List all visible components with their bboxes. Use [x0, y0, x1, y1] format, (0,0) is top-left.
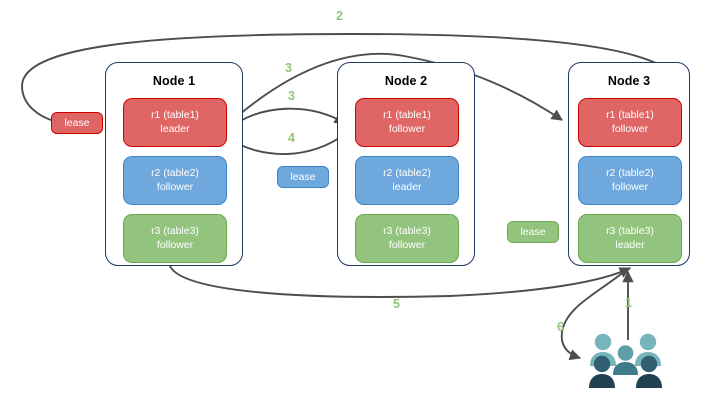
- replica-node-1-r2[interactable]: r2 (table2) follower: [123, 156, 227, 205]
- node-title-node-1: Node 1: [152, 74, 196, 88]
- replica-role: follower: [156, 238, 194, 251]
- replica-role: follower: [611, 122, 649, 135]
- replica-role: leader: [392, 180, 422, 193]
- step-label-3-node2: 3: [288, 89, 295, 103]
- replica-name: r3 (table3): [606, 225, 654, 237]
- replica-name: r1 (table1): [151, 109, 199, 121]
- replica-name: r1 (table1): [606, 109, 654, 121]
- user-figure-middle: [613, 345, 638, 375]
- replica-node-1-r1[interactable]: r1 (table1) leader: [123, 98, 227, 147]
- step-label-3-node3: 3: [285, 61, 292, 75]
- user-figure-front-right: [636, 355, 662, 388]
- node-title-node-2: Node 2: [384, 74, 428, 88]
- lease-badge-table2[interactable]: lease: [277, 166, 329, 188]
- replica-node-3-r1[interactable]: r1 (table1) follower: [578, 98, 682, 147]
- node-box-node-2[interactable]: Node 2 r1 (table1) follower r2 (table2) …: [337, 62, 475, 266]
- replica-node-1-r3[interactable]: r3 (table3) follower: [123, 214, 227, 263]
- replica-role: leader: [615, 238, 645, 251]
- step-label-4: 4: [288, 131, 295, 145]
- replica-name: r3 (table3): [383, 225, 431, 237]
- replica-role: follower: [388, 238, 426, 251]
- replica-role: follower: [388, 122, 426, 135]
- step-label-6: 6: [557, 320, 564, 334]
- replica-role: follower: [611, 180, 649, 193]
- replica-role: leader: [160, 122, 190, 135]
- replica-role: follower: [156, 180, 194, 193]
- step-label-2: 2: [336, 9, 343, 23]
- lease-badge-table1[interactable]: lease: [51, 112, 103, 134]
- users-icon: [589, 333, 662, 388]
- edge-step-3-node2: [227, 107, 346, 130]
- user-figure-front-left: [589, 355, 615, 388]
- node-title-node-3: Node 3: [607, 74, 651, 88]
- replica-name: r3 (table3): [151, 225, 199, 237]
- replica-name: r2 (table2): [383, 167, 431, 179]
- lease-badge-table3[interactable]: lease: [507, 221, 559, 243]
- replica-node-2-r1[interactable]: r1 (table1) follower: [355, 98, 459, 147]
- node-box-node-1[interactable]: Node 1 r1 (table1) leader r2 (table2) fo…: [105, 62, 243, 266]
- edge-step-5: [169, 265, 632, 298]
- replica-node-2-r2[interactable]: r2 (table2) leader: [355, 156, 459, 205]
- replica-name: r2 (table2): [151, 167, 199, 179]
- replica-name: r2 (table2): [606, 167, 654, 179]
- step-label-1: 1: [625, 296, 632, 310]
- step-label-5: 5: [393, 297, 400, 311]
- replica-node-3-r2[interactable]: r2 (table2) follower: [578, 156, 682, 205]
- replica-name: r1 (table1): [383, 109, 431, 121]
- replica-node-2-r3[interactable]: r3 (table3) follower: [355, 214, 459, 263]
- node-box-node-3[interactable]: Node 3 r1 (table1) follower r2 (table2) …: [568, 62, 690, 266]
- replica-node-3-r3[interactable]: r3 (table3) leader: [578, 214, 682, 263]
